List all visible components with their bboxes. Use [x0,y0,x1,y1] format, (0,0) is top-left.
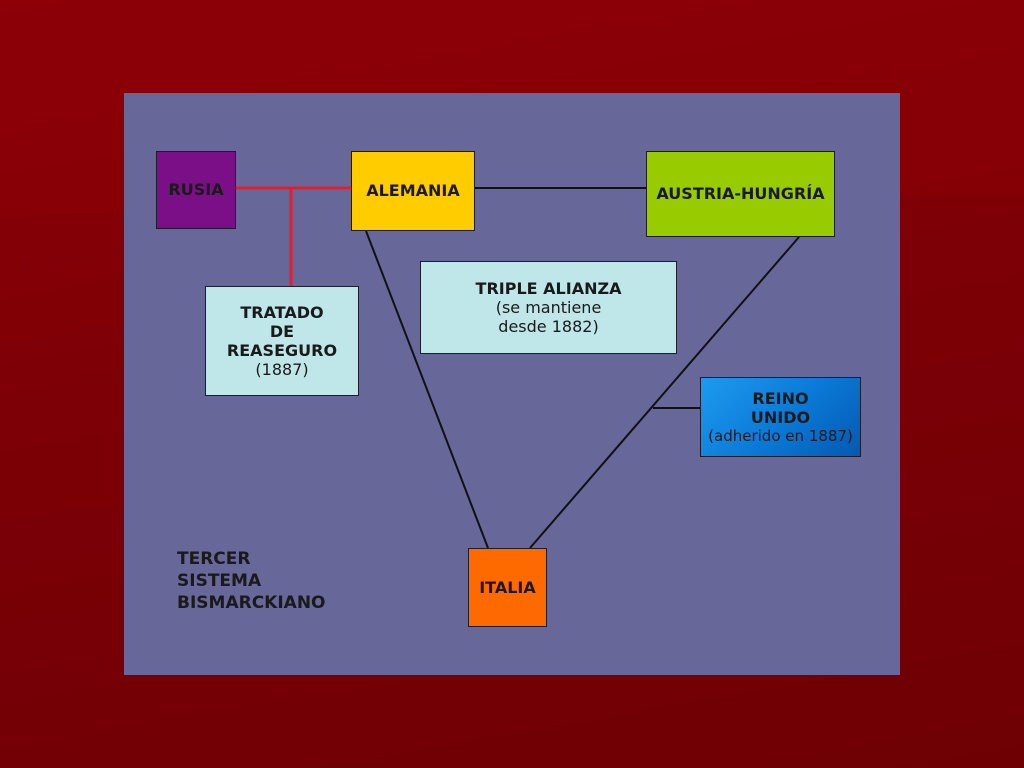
triple-alianza-line1: (se mantiene [495,297,602,317]
triple-alianza-line2: desde 1882) [498,317,599,337]
reino-unido-note: (adherido en 1887) [708,427,853,446]
node-austria-hungria: AUSTRIA-HUNGRÍA [646,151,835,237]
sistema-line2: SISTEMA [177,571,262,592]
node-alemania-label: ALEMANIA [366,181,460,201]
triple-alianza-title: TRIPLE ALIANZA [475,278,622,298]
node-rusia: RUSIA [156,151,236,229]
tratado-year: (1887) [255,360,309,380]
tratado-reaseguro-box: TRATADO DE REASEGURO (1887) [205,286,359,396]
tratado-line3: REASEGURO [226,341,338,360]
sistema-line3: BISMARCKIANO [177,593,326,614]
node-rusia-label: RUSIA [168,180,224,200]
tratado-line1: TRATADO [240,302,324,322]
node-austria-hungria-label: AUSTRIA-HUNGRÍA [656,184,825,204]
tratado-line2: DE [269,321,295,341]
node-alemania: ALEMANIA [351,151,475,231]
node-reino-unido: REINO UNIDO (adherido en 1887) [700,377,861,457]
alemania-italia-connector [365,230,489,549]
sistema-line1: TERCER [177,549,251,569]
reino-unido-line2: UNIDO [750,408,811,427]
austria-italia-connector [529,236,800,549]
node-italia-label: ITALIA [479,577,536,597]
node-italia: ITALIA [468,548,547,627]
sistema-label: TERCER SISTEMA BISMARCKIANO [177,548,326,614]
triple-alianza-box: TRIPLE ALIANZA (se mantiene desde 1882) [420,261,677,354]
reino-unido-line1: REINO [752,388,809,408]
